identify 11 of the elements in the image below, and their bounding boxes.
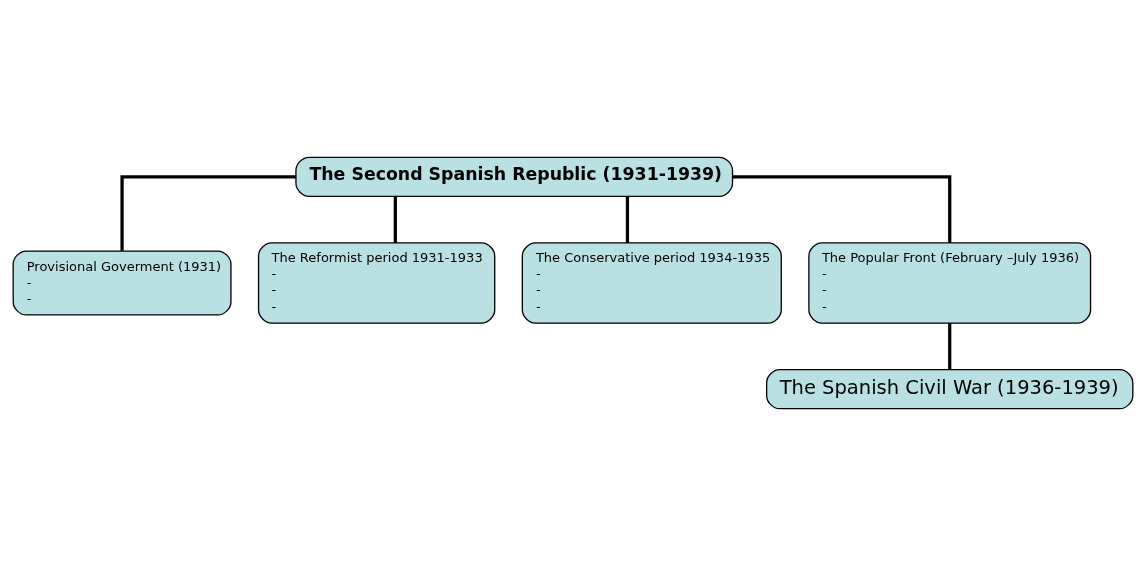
- connector: [625, 196, 630, 243]
- node-box: The Reformist period 1931-1933 - - -: [257, 241, 496, 324]
- node-box: The Popular Front (February –July 1936) - - -: [808, 241, 1092, 324]
- node-box: The Conservative period 1934-1935 - - -: [521, 241, 782, 324]
- node-box: The Spanish Civil War (1936-1939): [766, 368, 1134, 409]
- node-box: Provisional Goverment (1931) - -: [12, 249, 232, 316]
- connector: [948, 322, 952, 369]
- node-box: The Second Spanish Republic (1931-1939): [295, 156, 734, 197]
- connector: [732, 174, 952, 243]
- connector: [393, 196, 397, 243]
- connector: [120, 174, 296, 251]
